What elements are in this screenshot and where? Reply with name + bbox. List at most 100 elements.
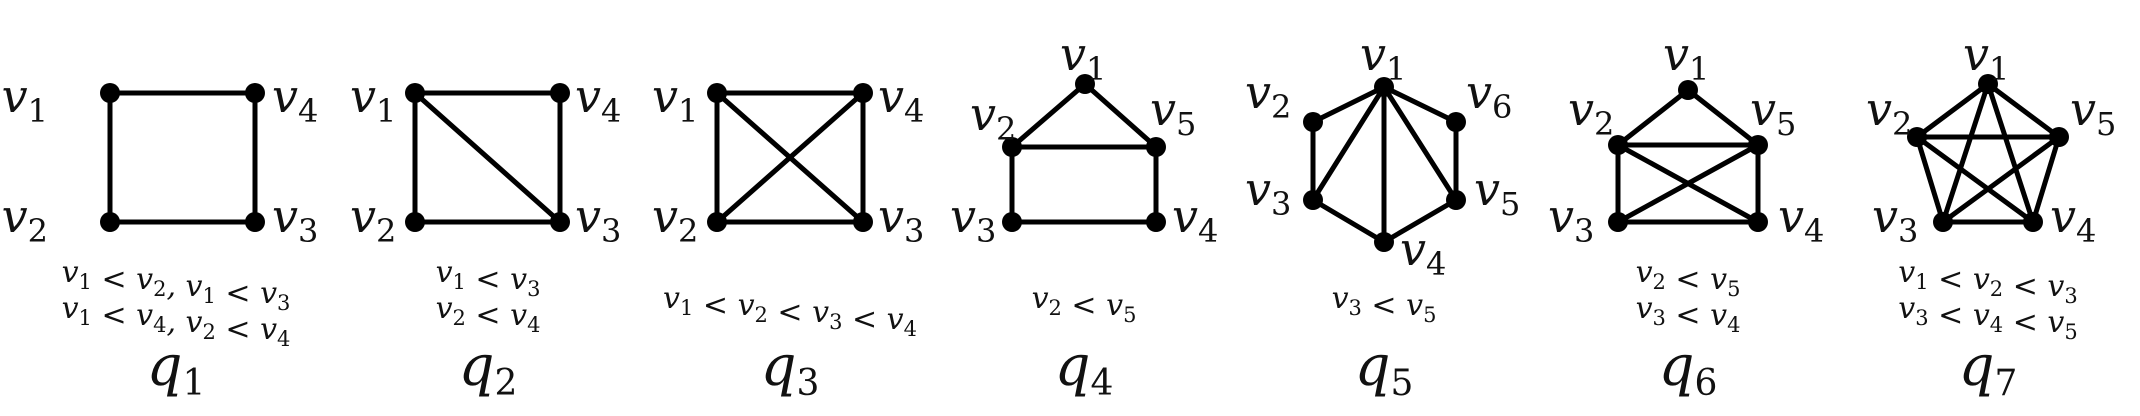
constraint-q4-1: v2 < v5 — [1032, 281, 1137, 327]
vertex-label-q5-v2: v2 — [1245, 65, 1291, 126]
edge-q5-v3-v4 — [1310, 197, 1387, 245]
constraint-q5-1: v3 < v5 — [1332, 281, 1437, 327]
vertex-q5-v4 — [1374, 232, 1394, 252]
vertex-label-q4-v4: v4 — [1172, 189, 1218, 250]
vertex-q3-v2 — [707, 212, 727, 232]
vertex-q6-v2 — [1608, 135, 1628, 155]
constraint-q6-2: v3 < v4 — [1636, 291, 1741, 337]
vertex-label-q5-v6: v6 — [1466, 65, 1512, 126]
vertex-q5-v1 — [1374, 77, 1394, 97]
vertex-q7-v3 — [1933, 212, 1953, 232]
vertex-label-q1-v3: v3 — [272, 189, 318, 250]
edge-q6-v1-v5 — [1685, 87, 1761, 148]
edge-q7-v2-v3 — [1914, 134, 1946, 225]
vertex-label-q7-v3: v3 — [1872, 189, 1918, 250]
vertex-q2-v3 — [550, 212, 570, 232]
edge-q5-v1-v6 — [1381, 84, 1459, 125]
vertex-label-q6-v5: v5 — [1750, 82, 1796, 143]
edge-q2-v1-v3 — [412, 90, 563, 225]
constraint-q2-2: v2 < v4 — [436, 291, 541, 337]
vertex-q1-v2 — [100, 212, 120, 232]
vertex-q1-v4 — [245, 83, 265, 103]
vertex-label-q2-v2: v2 — [350, 189, 396, 250]
edge-q7-v1-v2 — [1914, 81, 1991, 140]
vertex-label-q3-v2: v2 — [652, 189, 698, 250]
vertex-label-q5-v3: v3 — [1245, 162, 1291, 223]
edge-q6-v3-v5 — [1615, 142, 1761, 225]
vertex-label-q2-v3: v3 — [575, 189, 621, 250]
vertex-label-q5-v5: v5 — [1474, 162, 1520, 223]
vertex-label-q4-v2: v2 — [970, 87, 1016, 148]
vertex-q6-v1 — [1678, 80, 1698, 100]
vertex-q7-v2 — [1907, 127, 1927, 147]
edge-q4-v1-v2 — [1009, 81, 1088, 150]
constraint-q2-1: v1 < v3 — [436, 255, 541, 301]
vertex-q6-v5 — [1748, 135, 1768, 155]
edge-q4-v1-v5 — [1082, 81, 1159, 150]
vertex-label-q6-v3: v3 — [1548, 189, 1594, 250]
vertex-label-q4-v5: v5 — [1150, 82, 1196, 143]
vertex-label-q1-v4: v4 — [272, 69, 318, 130]
vertex-label-q2-v1: v1 — [350, 69, 396, 130]
vertex-label-q7-v4: v4 — [2050, 189, 2096, 250]
vertex-q4-v1 — [1075, 74, 1095, 94]
edge-q5-v4-v5 — [1381, 197, 1459, 245]
vertex-label-q3-v1: v1 — [652, 69, 698, 130]
edge-q5-v1-v5 — [1381, 84, 1459, 203]
edge-q7-v3-v5 — [1940, 134, 2062, 225]
vertex-label-q7-v5: v5 — [2070, 82, 2116, 143]
edge-q7-v5-v4 — [2030, 134, 2062, 225]
vertex-label-q6-v4: v4 — [1778, 189, 1824, 250]
vertex-label-q3-v3: v3 — [878, 189, 924, 250]
vertex-q5-v2 — [1303, 112, 1323, 132]
graph-label-q5: q5 — [1355, 334, 1414, 404]
graph-label-q7: q7 — [1959, 334, 2018, 404]
vertex-q7-v4 — [2023, 212, 2043, 232]
edge-q7-v1-v3 — [1940, 81, 1991, 225]
vertex-label-q7-v1: v1 — [1963, 27, 2009, 88]
constraint-q7-1: v1 < v2 < v3 — [1898, 255, 2077, 308]
vertex-q6-v4 — [1748, 212, 1768, 232]
constraint-q7-2: v3 < v4 < v5 — [1898, 291, 2077, 344]
vertex-q2-v2 — [405, 212, 425, 232]
vertex-label-q3-v4: v4 — [878, 69, 924, 130]
edge-q5-v1-v2 — [1310, 84, 1387, 125]
graph-label-q3: q3 — [761, 334, 820, 404]
vertex-q4-v4 — [1146, 212, 1166, 232]
vertex-label-q6-v2: v2 — [1568, 82, 1614, 143]
constraint-q6-1: v2 < v5 — [1636, 255, 1741, 301]
edge-q3-v2-v4 — [714, 90, 866, 225]
vertex-q1-v3 — [245, 212, 265, 232]
edge-q6-v1-v2 — [1615, 87, 1691, 148]
vertex-label-q1-v2: v2 — [2, 189, 48, 250]
edge-q7-v1-v5 — [1985, 81, 2062, 140]
vertex-q4-v2 — [1002, 137, 1022, 157]
constraint-q1-1: v1 < v2, v1 < v3 — [62, 255, 291, 315]
graph-label-q2: q2 — [459, 334, 518, 404]
vertex-label-q4-v3: v3 — [950, 189, 996, 250]
edge-q7-v2-v4 — [1914, 134, 2036, 225]
vertex-q5-v5 — [1446, 190, 1466, 210]
vertex-q3-v3 — [853, 212, 873, 232]
vertex-q5-v3 — [1303, 190, 1323, 210]
edge-q5-v1-v3 — [1310, 84, 1387, 203]
vertex-q7-v1 — [1978, 74, 1998, 94]
vertex-label-q2-v4: v4 — [575, 69, 621, 130]
graph-label-q1: q1 — [147, 334, 206, 404]
vertex-label-q7-v2: v2 — [1866, 82, 1912, 143]
vertex-q3-v4 — [853, 83, 873, 103]
graph-label-q4: q4 — [1055, 334, 1114, 404]
vertex-q4-v5 — [1146, 137, 1166, 157]
vertex-q2-v4 — [550, 83, 570, 103]
vertex-q7-v5 — [2049, 127, 2069, 147]
constraint-q1-2: v1 < v4, v2 < v4 — [62, 291, 291, 351]
vertex-q4-v3 — [1002, 212, 1022, 232]
constraint-q3-1: v1 < v2 < v3 < v4 — [663, 281, 917, 341]
vertex-label-q5-v4: v4 — [1400, 222, 1446, 283]
